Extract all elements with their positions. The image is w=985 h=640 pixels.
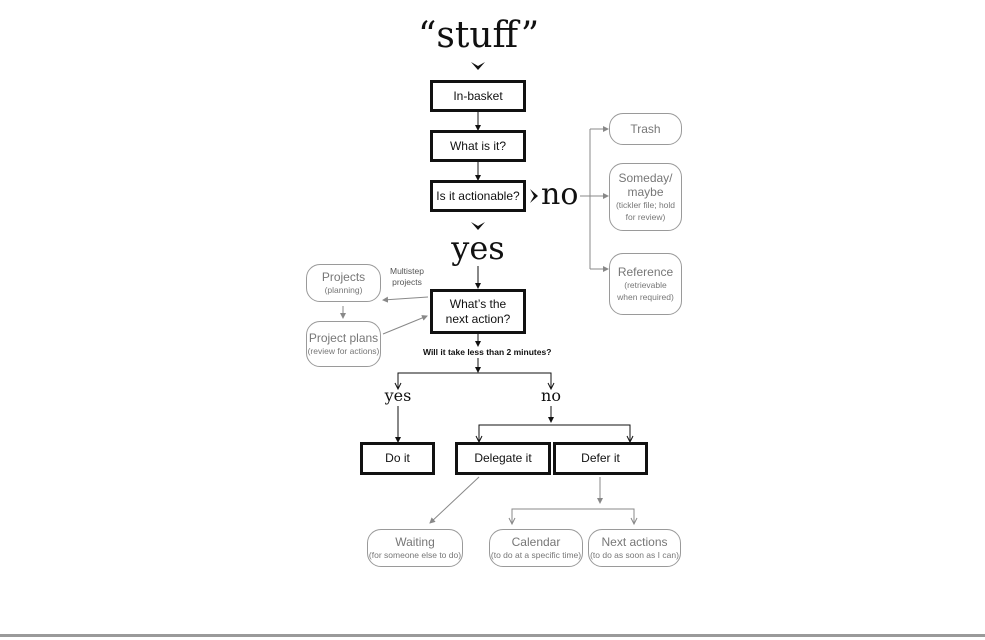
what-is-it-box: What is it? bbox=[430, 130, 526, 162]
someday-sub-2: for review) bbox=[625, 212, 666, 222]
calendar-box: Calendar (to do at a specific time) bbox=[489, 529, 583, 567]
projects-box: Projects (planning) bbox=[306, 264, 381, 302]
what-is-it-label: What is it? bbox=[449, 138, 506, 153]
next-actions-box: Next actions (to do as soon as I can) bbox=[588, 529, 681, 567]
defer-it-label: Defer it bbox=[581, 451, 620, 465]
project-plans-box: Project plans (review for actions) bbox=[306, 321, 381, 367]
split-line bbox=[397, 372, 552, 388]
someday-sub-1: (tickler file; hold bbox=[615, 200, 676, 210]
arrow-delegate-waiting bbox=[429, 476, 480, 524]
delegate-it-box: Delegate it bbox=[455, 442, 551, 475]
someday-label-2: maybe bbox=[627, 185, 664, 199]
delegate-defer-branch bbox=[478, 424, 631, 441]
next-actions-sub: (to do as soon as I can) bbox=[590, 550, 679, 560]
not-actionable-no-label: no bbox=[541, 177, 579, 212]
waiting-sub: (for someone else to do) bbox=[368, 550, 462, 560]
in-basket-box: In-basket bbox=[430, 80, 526, 112]
reference-label: Reference bbox=[617, 265, 674, 279]
delegate-it-label: Delegate it bbox=[474, 451, 532, 465]
two-minute-no-label: no bbox=[541, 386, 561, 405]
actionable-yes-label: yes bbox=[451, 229, 505, 267]
do-it-box: Do it bbox=[360, 442, 435, 475]
multistep-line1: Multistep bbox=[389, 266, 424, 276]
someday-maybe-box: Someday/ maybe (tickler file; hold for r… bbox=[609, 163, 682, 231]
someday-label-1: Someday/ bbox=[618, 171, 673, 185]
multistep-line2: projects bbox=[392, 277, 422, 287]
waiting-label: Waiting bbox=[395, 535, 435, 549]
reference-sub-2: when required) bbox=[617, 292, 674, 302]
bottom-divider bbox=[0, 634, 985, 637]
project-plans-label: Project plans bbox=[308, 331, 379, 345]
trash-box: Trash bbox=[609, 113, 682, 145]
is-actionable-label: Is it actionable? bbox=[436, 188, 520, 203]
calendar-label: Calendar bbox=[511, 535, 561, 549]
projects-label: Projects bbox=[321, 270, 366, 284]
two-minute-question: Will it take less than 2 minutes? bbox=[423, 347, 552, 357]
next-action-line2: next action? bbox=[445, 311, 511, 326]
chevron-down-icon bbox=[471, 222, 485, 230]
arrow-to-projects bbox=[382, 296, 429, 303]
reference-sub-1: (retrievable bbox=[624, 280, 667, 290]
is-actionable-box: Is it actionable? bbox=[430, 180, 526, 212]
two-minute-yes-label: yes bbox=[384, 386, 412, 405]
multistep-projects-label: Multistep projects bbox=[386, 266, 428, 288]
waiting-box: Waiting (for someone else to do) bbox=[367, 529, 463, 567]
calendar-sub: (to do at a specific time) bbox=[490, 550, 582, 560]
next-actions-label: Next actions bbox=[601, 535, 668, 549]
defer-outcome-branch bbox=[511, 508, 635, 523]
in-basket-label: In-basket bbox=[453, 88, 503, 103]
chevron-down-icon bbox=[471, 62, 485, 70]
do-it-label: Do it bbox=[385, 451, 410, 465]
chevron-right-icon bbox=[530, 189, 538, 203]
reference-box: Reference (retrievable when required) bbox=[609, 253, 682, 315]
next-action-box: What’s the next action? bbox=[430, 289, 526, 334]
project-plans-sub: (review for actions) bbox=[307, 346, 380, 356]
projects-sub: (planning) bbox=[324, 285, 363, 295]
arrow-plans-nextaction bbox=[382, 315, 428, 335]
next-action-line1: What’s the bbox=[449, 296, 507, 311]
stuff-label: “stuff” bbox=[418, 15, 540, 56]
trash-label: Trash bbox=[630, 122, 661, 136]
defer-it-box: Defer it bbox=[553, 442, 648, 475]
